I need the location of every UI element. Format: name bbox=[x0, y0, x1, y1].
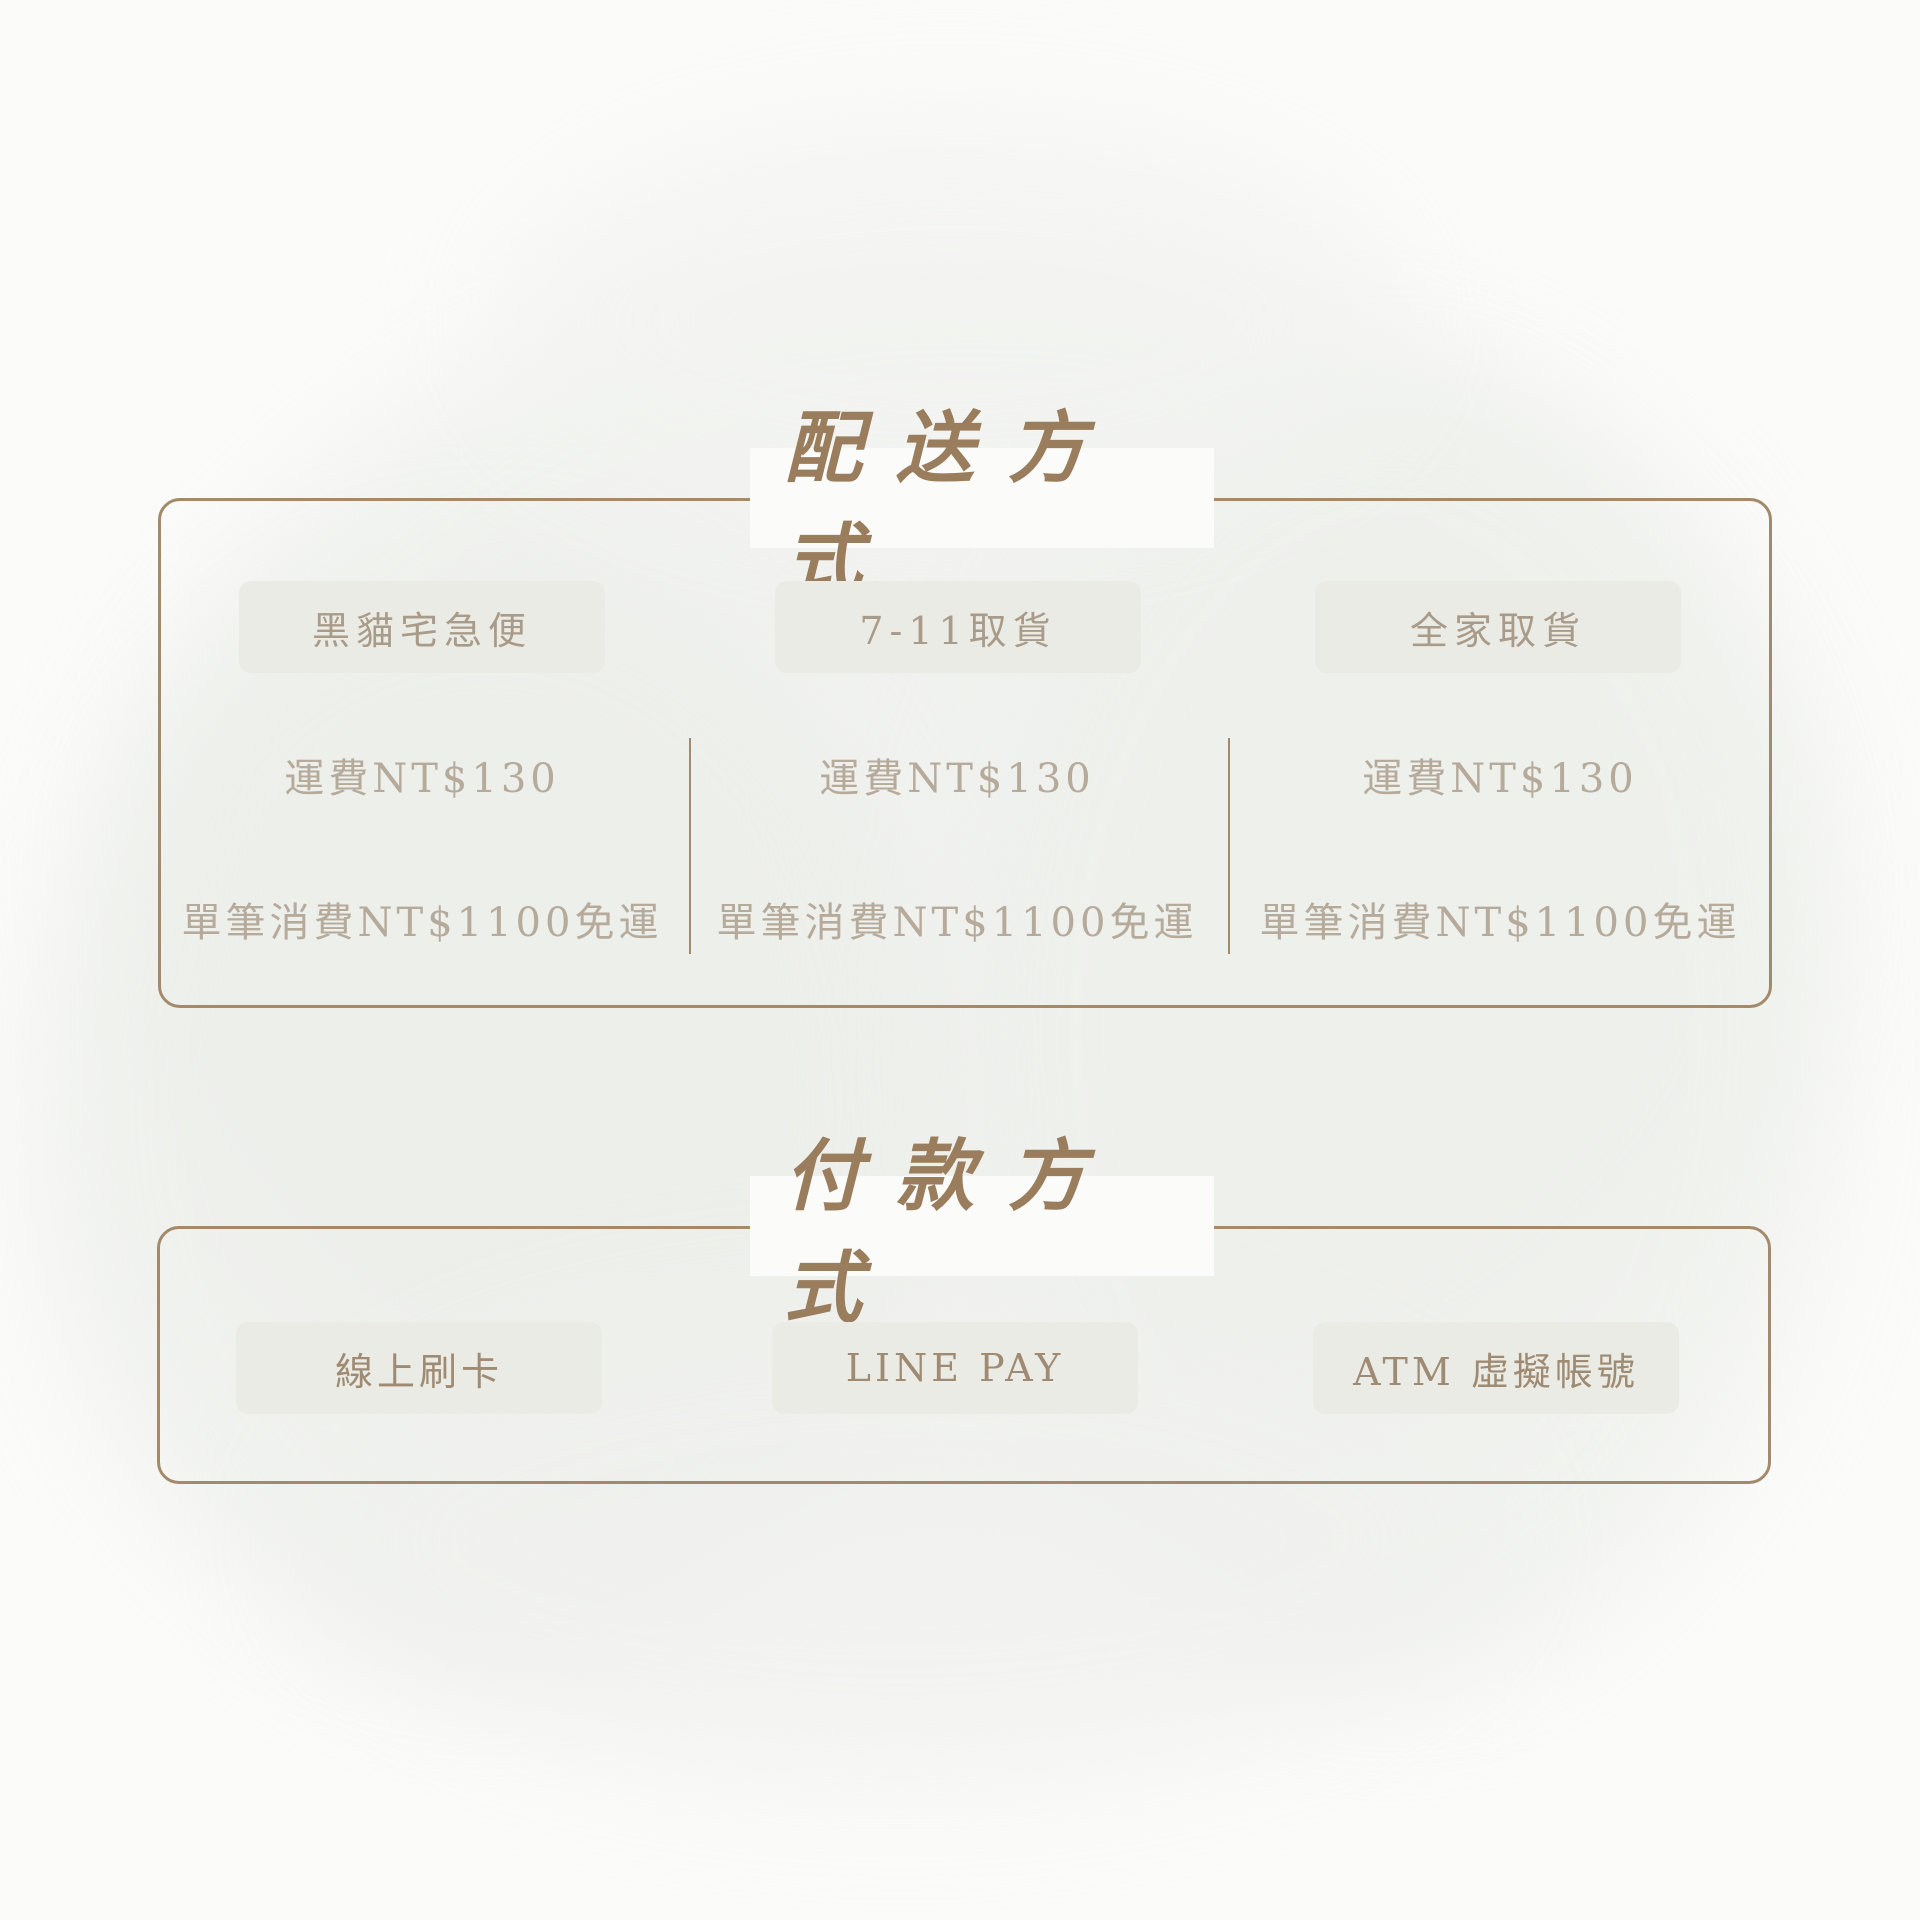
free-shipping-711: 單筆消費NT$1100免運 bbox=[716, 900, 1198, 946]
delivery-option-family-mart[interactable]: 全家取貨 bbox=[1315, 581, 1681, 673]
column-divider bbox=[1228, 738, 1230, 954]
column-divider bbox=[689, 738, 691, 954]
delivery-option-black-cat[interactable]: 黑貓宅急便 bbox=[239, 581, 605, 673]
payment-option-credit-card[interactable]: 線上刷卡 bbox=[236, 1322, 602, 1414]
shipping-fee-711: 運費NT$130 bbox=[819, 756, 1095, 802]
delivery-option-711[interactable]: 7-11取貨 bbox=[775, 581, 1141, 673]
shipping-fee-family-mart: 運費NT$130 bbox=[1362, 756, 1638, 802]
free-shipping-family-mart: 單筆消費NT$1100免運 bbox=[1259, 900, 1741, 946]
payment-option-atm[interactable]: ATM 虛擬帳號 bbox=[1313, 1322, 1679, 1414]
shipping-fee-black-cat: 運費NT$130 bbox=[284, 756, 560, 802]
payment-option-line-pay[interactable]: LINE PAY bbox=[772, 1322, 1138, 1414]
free-shipping-black-cat: 單筆消費NT$1100免運 bbox=[181, 900, 663, 946]
delivery-section-title: 配送方式 bbox=[750, 403, 1214, 606]
payment-section-title: 付款方式 bbox=[750, 1131, 1214, 1334]
